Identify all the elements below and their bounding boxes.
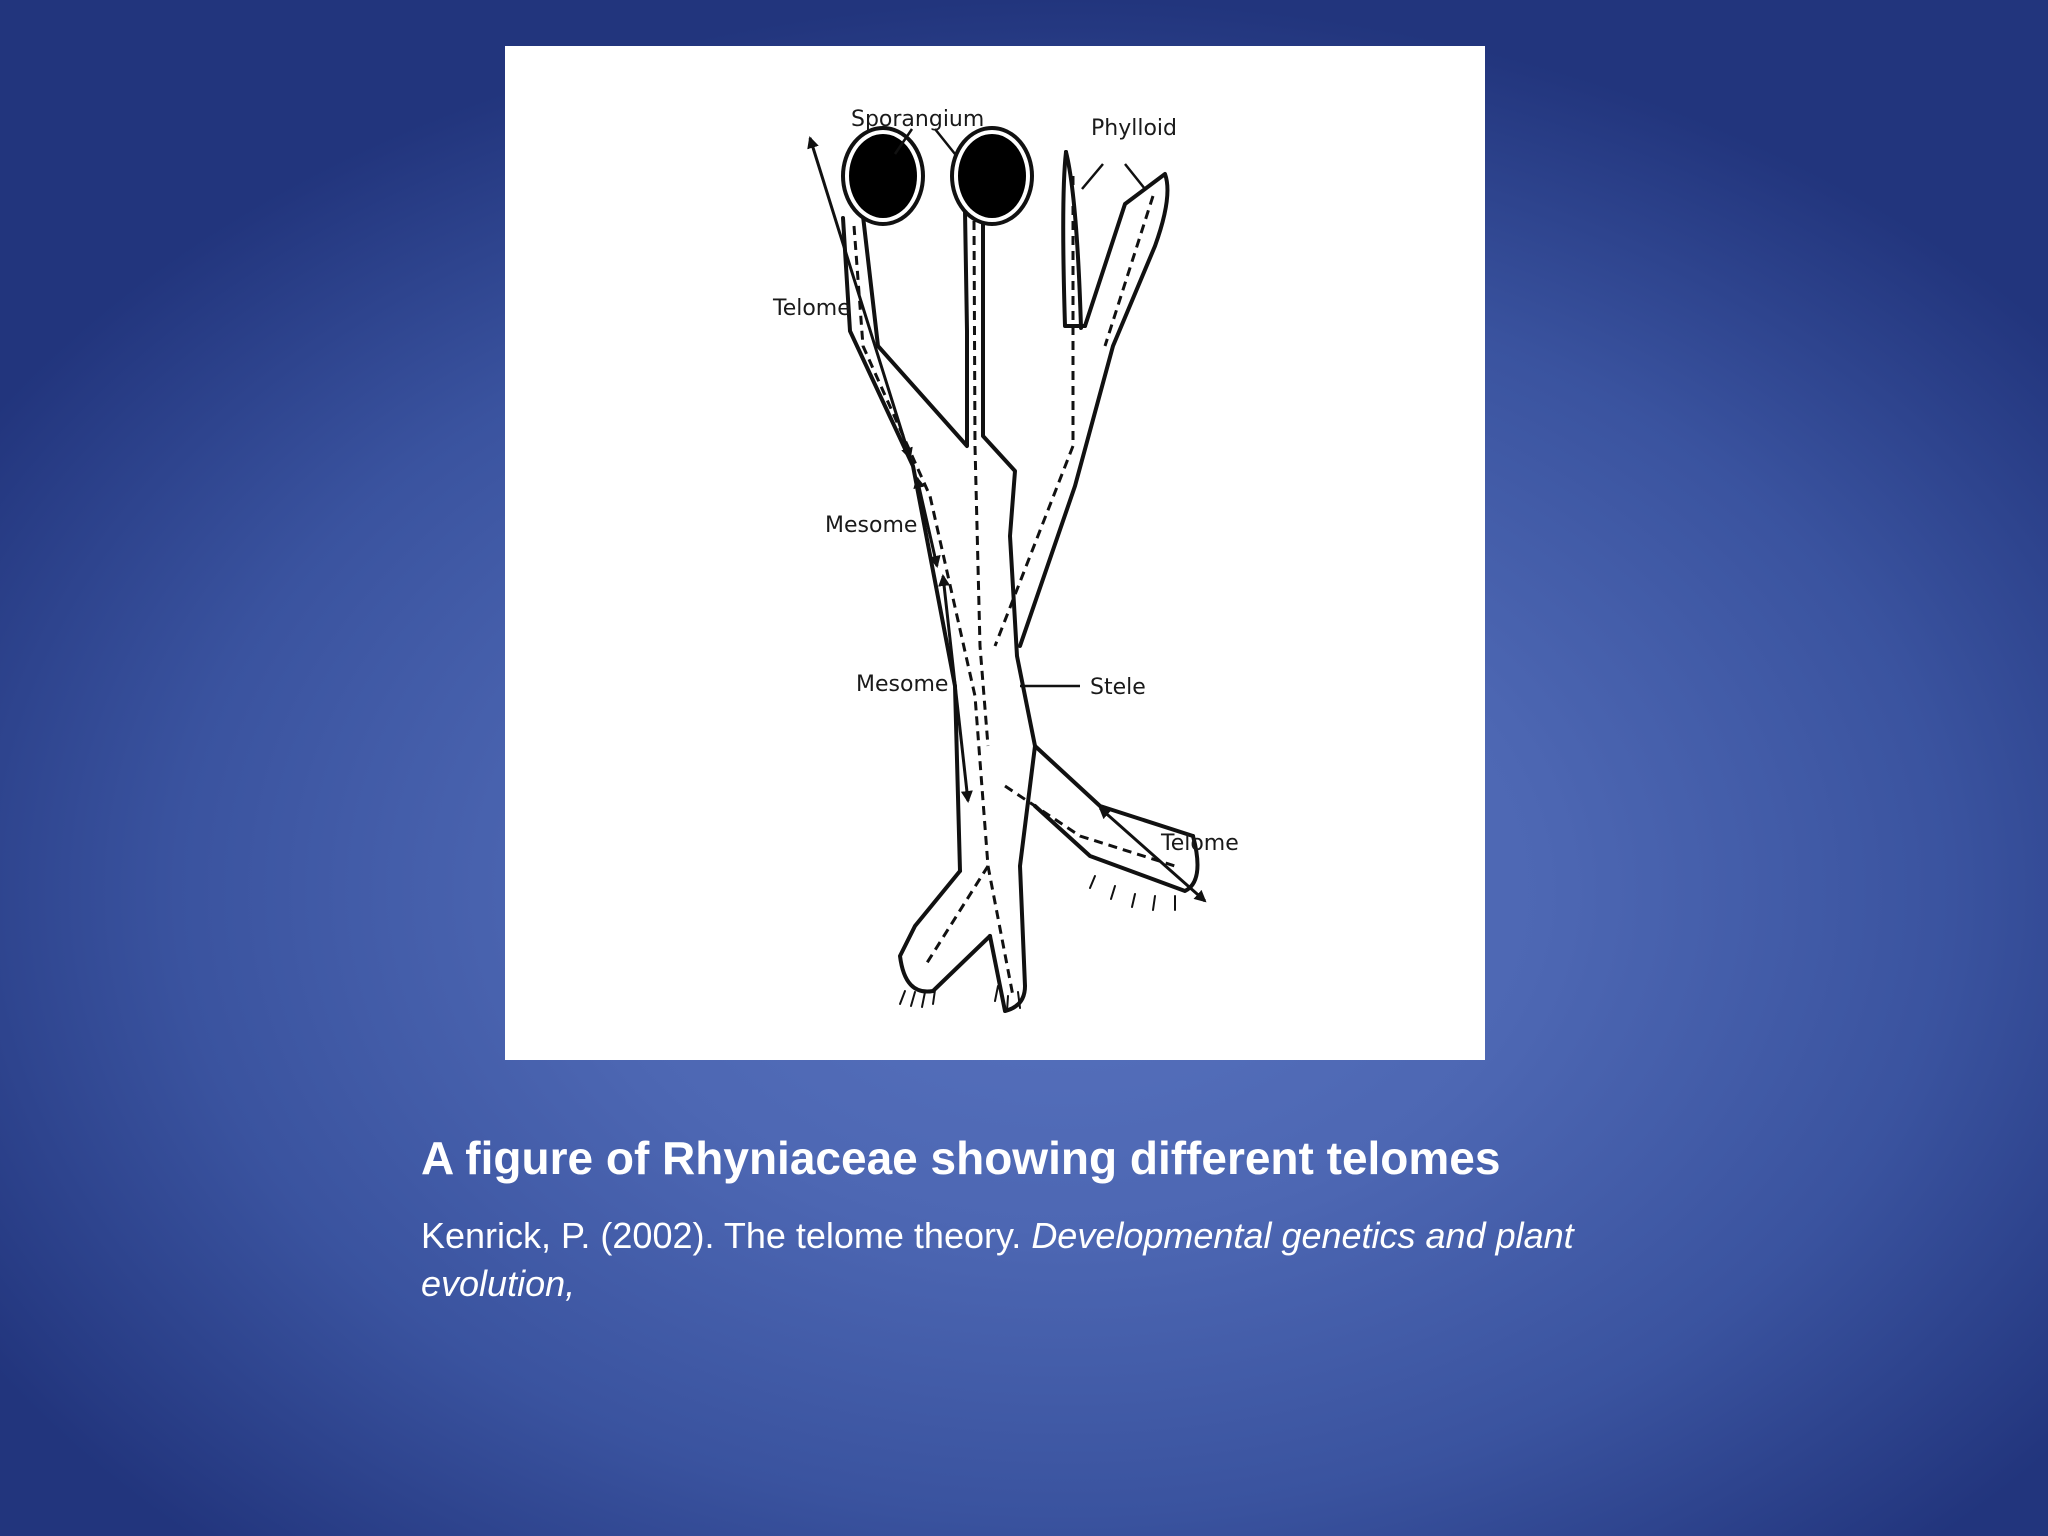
measurement-arrows <box>807 136 1207 903</box>
rhizoids-left <box>899 989 936 1008</box>
stele-phylloid <box>993 176 1075 647</box>
stele-left <box>852 225 990 967</box>
label-stele: Stele <box>1090 675 1146 700</box>
mesome-upper-arrow <box>913 476 941 568</box>
label-mesome-upper: Mesome <box>825 513 917 538</box>
slide-caption: A figure of Rhyniaceae showing different… <box>421 1132 1501 1184</box>
sporangium-right <box>958 134 1026 218</box>
lower-left-branch-outline <box>898 869 992 994</box>
lower-middle-branch-outline <box>988 744 1037 1013</box>
leader-lines <box>893 128 1146 688</box>
phylloid-right-outline <box>1018 172 1170 648</box>
phylloid-leaders <box>1081 163 1146 190</box>
main-stem-right-outline <box>981 209 1195 838</box>
rhyniaceae-diagram: Sporangium Phylloid Telome Mesome Mesome… <box>772 107 1239 1013</box>
label-telome-lower: Telome <box>1160 831 1239 856</box>
label-phylloid: Phylloid <box>1091 116 1177 141</box>
label-sporangium: Sporangium <box>851 107 984 132</box>
slide-citation: Kenrick, P. (2002). The telome theory. D… <box>421 1212 1621 1308</box>
plant-outline <box>841 150 1200 1013</box>
label-mesome-lower: Mesome <box>856 672 948 697</box>
stele-lower-middle <box>986 865 1015 997</box>
telome-upper-arrow <box>807 136 913 460</box>
stele-phylloid-right <box>1103 195 1155 347</box>
sporangium-left <box>849 134 917 218</box>
mesome-lower-arrow <box>938 574 973 803</box>
citation-source: Developmental genetics and plant evoluti… <box>421 1215 1574 1304</box>
phylloid-left-outline <box>1061 150 1087 328</box>
citation-reference: Kenrick, P. (2002). The telome theory. <box>421 1215 1032 1256</box>
phylloid-left-inner <box>1064 150 1083 330</box>
sporangia <box>841 126 1034 226</box>
telome-lower-arrow <box>1098 806 1207 903</box>
diagram-figure: Sporangium Phylloid Telome Mesome Mesome… <box>505 46 1485 1060</box>
label-telome-upper: Telome <box>772 296 851 321</box>
stele-middle <box>972 220 990 747</box>
rhizoids-middle <box>994 985 1021 1012</box>
left-telome-outline <box>861 209 969 448</box>
